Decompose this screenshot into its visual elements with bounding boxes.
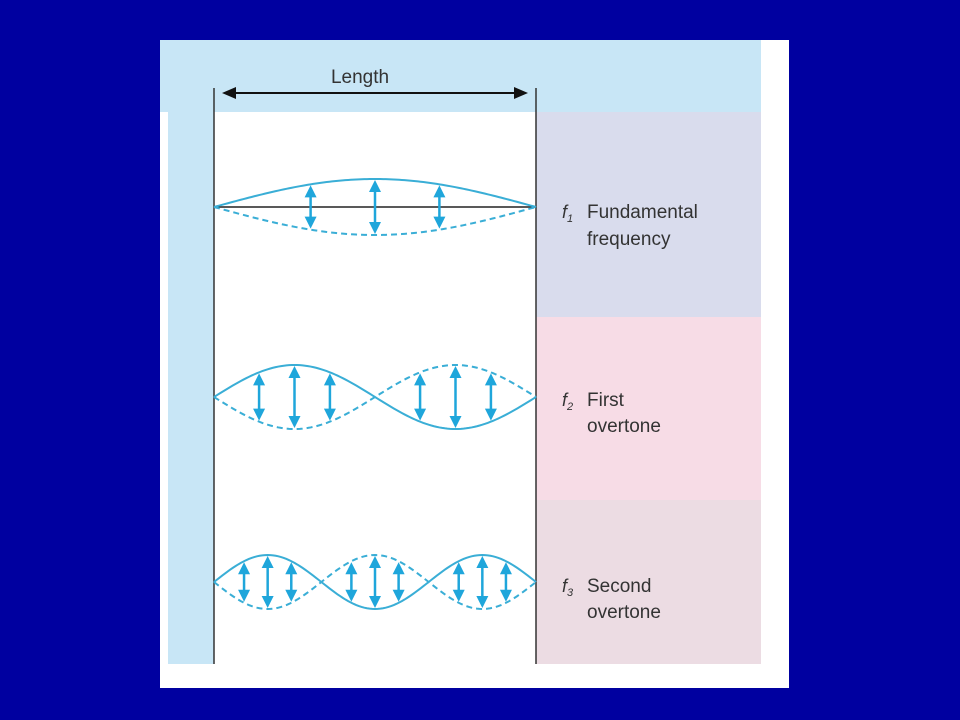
- amplitude-arrow: [285, 562, 298, 602]
- arrow-head-up: [323, 373, 336, 386]
- arrow-head-up: [476, 556, 489, 568]
- arrow-head-up: [285, 562, 298, 575]
- amplitude-arrow: [304, 185, 317, 229]
- arrow-head-up: [449, 366, 462, 378]
- band-fundamental: [536, 112, 761, 317]
- mode-line1: Fundamental: [587, 202, 698, 223]
- arrow-head-down: [476, 596, 489, 608]
- arrow-head-up: [345, 562, 358, 575]
- arrow-head-down: [238, 589, 251, 602]
- arrow-head-up: [304, 185, 317, 198]
- mode-line2: overtone: [587, 602, 661, 623]
- wave-solid: [213, 177, 537, 208]
- arrow-head-down: [369, 596, 381, 608]
- wave-mode-3: [213, 553, 537, 611]
- amplitude-arrow: [449, 366, 462, 428]
- amplitude-arrow: [392, 562, 405, 602]
- mode-subscript: 1: [567, 213, 573, 225]
- amplitude-arrow: [261, 556, 274, 608]
- mode-subscript: 3: [567, 587, 574, 599]
- arrow-head-down: [414, 408, 427, 421]
- mode-line1: Second: [587, 576, 651, 597]
- label-fundamental: f1 Fundamental frequency: [562, 202, 698, 250]
- arrow-head-up: [499, 562, 512, 575]
- amplitude-arrow: [452, 562, 465, 602]
- svg-text:f2: f2: [562, 390, 573, 413]
- arrow-head-down: [433, 216, 446, 229]
- mode-subscript: 2: [566, 401, 573, 413]
- arrow-head-down: [323, 408, 336, 421]
- standing-waves-panel: Length f1 Fundamental frequency f2 First…: [160, 40, 789, 688]
- mode-line2: frequency: [587, 229, 671, 250]
- wave-mode-1: [213, 177, 537, 237]
- amplitude-arrow: [253, 373, 266, 421]
- mode-line1: First: [587, 390, 625, 411]
- mode-symbol: f: [562, 202, 569, 222]
- amplitude-arrow: [323, 373, 336, 421]
- mode-symbol: f: [562, 576, 569, 596]
- arrow-head-up: [369, 556, 381, 568]
- amplitude-arrow: [369, 180, 381, 234]
- left-strip: [168, 112, 214, 664]
- arrow-head-down: [288, 416, 301, 428]
- standing-waves-diagram: Length f1 Fundamental frequency f2 First…: [160, 40, 761, 664]
- length-arrow-right-head: [514, 87, 528, 99]
- arrow-head-up: [369, 180, 381, 192]
- amplitude-arrow: [345, 562, 358, 602]
- wave-dashed: [213, 363, 537, 431]
- label-first-overtone: f2 First overtone: [562, 390, 661, 437]
- arrow-head-up: [253, 373, 266, 386]
- band-second-overtone: [536, 500, 761, 664]
- svg-text:f3: f3: [562, 576, 574, 599]
- svg-text:f1: f1: [562, 202, 573, 225]
- wave-mode-2: [213, 363, 537, 431]
- amplitude-arrow: [238, 562, 251, 602]
- amplitude-arrow: [476, 556, 489, 608]
- arrow-head-up: [288, 366, 301, 378]
- wave-solid: [213, 553, 537, 611]
- arrow-head-down: [285, 589, 298, 602]
- arrow-head-down: [449, 416, 462, 428]
- label-second-overtone: f3 Second overtone: [562, 576, 661, 623]
- arrow-head-down: [369, 222, 381, 234]
- arrow-head-down: [345, 589, 358, 602]
- mode-line2: overtone: [587, 416, 661, 437]
- arrow-head-down: [304, 216, 317, 229]
- arrow-head-down: [499, 589, 512, 602]
- arrow-head-up: [261, 556, 274, 568]
- arrow-head-up: [238, 562, 251, 575]
- amplitude-arrow: [433, 185, 446, 229]
- amplitude-arrow: [288, 366, 301, 428]
- length-arrow-left-head: [222, 87, 236, 99]
- standing-waves: [213, 177, 537, 611]
- arrow-head-down: [392, 589, 405, 602]
- arrow-head-up: [433, 185, 446, 198]
- arrow-head-up: [484, 373, 497, 386]
- amplitude-arrow: [484, 373, 497, 421]
- top-band: [160, 40, 761, 112]
- band-first-overtone: [536, 317, 761, 500]
- wave-dashed: [213, 553, 537, 611]
- wave-dashed: [213, 206, 537, 237]
- mode-symbol: f: [562, 390, 569, 410]
- length-label: Length: [331, 67, 389, 88]
- arrow-head-down: [253, 408, 266, 421]
- arrow-head-up: [414, 373, 427, 386]
- arrow-head-up: [392, 562, 405, 575]
- arrow-head-down: [452, 589, 465, 602]
- arrow-head-down: [484, 408, 497, 421]
- amplitude-arrow: [414, 373, 427, 421]
- amplitude-arrow: [499, 562, 512, 602]
- amplitude-arrow: [369, 556, 381, 608]
- arrow-head-up: [452, 562, 465, 575]
- arrow-head-down: [261, 596, 274, 608]
